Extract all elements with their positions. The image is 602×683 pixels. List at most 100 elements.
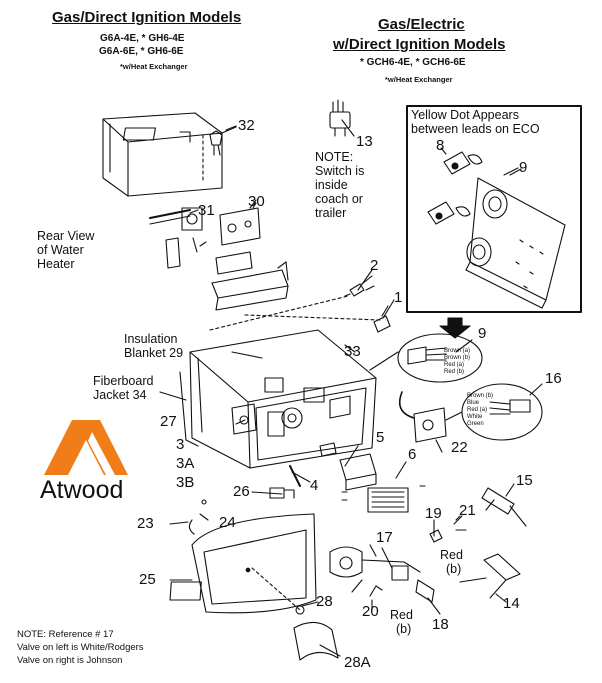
part-number-1: 1 — [394, 289, 403, 306]
part-number-24: 24 — [219, 514, 236, 531]
part-26-drawing — [269, 487, 295, 499]
switch-note-1: NOTE: — [315, 150, 354, 164]
rear-view-label-1: Rear View — [37, 229, 95, 243]
red-b-label-2-line-1: Red — [390, 608, 413, 622]
left-models-line-2: G6A-6E, * GH6-6E — [99, 46, 184, 57]
part-number-22: 22 — [451, 439, 468, 456]
dashed-leader — [209, 295, 349, 331]
yellow-dot-note-1: Yellow Dot Appears — [411, 108, 519, 122]
bracket-drawing — [211, 261, 289, 311]
part-number-17: 17 — [376, 529, 393, 546]
part-number-30: 30 — [248, 193, 265, 210]
bottom-note-3: Valve on right is Johnson — [17, 655, 123, 666]
part-number-27: 27 — [160, 413, 177, 430]
part-17-valve-drawing — [329, 546, 421, 593]
part-4-drawing — [289, 465, 301, 487]
wire-label: Brown (a) — [444, 348, 471, 354]
eco-detail-drawing — [427, 151, 566, 309]
yellow-dot-note-2: between leads on ECO — [411, 122, 540, 136]
part-20-drawing — [369, 585, 383, 597]
part-31-drawing — [149, 207, 207, 269]
part-number-9: 9 — [478, 325, 487, 342]
dashed-leader — [251, 567, 301, 611]
leader-lines — [159, 119, 543, 657]
part-number-3: 3 — [176, 436, 185, 453]
part-number-20: 20 — [362, 603, 379, 620]
insulation-label-2: Blanket 29 — [124, 346, 184, 360]
panel-25-drawing — [169, 513, 317, 614]
bottom-note-2: Valve on left is White/Rodgers — [17, 642, 144, 653]
part-number-6: 6 — [408, 446, 417, 463]
part-28a-drawing — [293, 621, 339, 661]
switch-note-4: coach or — [315, 192, 363, 206]
down-arrow-icon — [439, 317, 471, 339]
part-number-14: 14 — [503, 595, 520, 612]
part-21-19-drawing — [429, 515, 467, 543]
part-number-26: 26 — [233, 483, 250, 500]
part-number-8: 8 — [436, 137, 445, 154]
part-number-5: 5 — [376, 429, 385, 446]
left-title: Gas/Direct Ignition Models — [52, 9, 242, 26]
part-30-drawing — [215, 199, 261, 275]
right-models: * GCH6-4E, * GCH6-6E — [360, 57, 466, 68]
left-note: *w/Heat Exchanger — [120, 62, 188, 71]
part-number-3a: 3A — [176, 455, 195, 472]
switch-note-5: trailer — [315, 206, 347, 220]
wire-legend-9: Brown (a) Brown (b) Red (a) Red (b) — [444, 348, 470, 376]
part-15-drawing — [481, 487, 527, 527]
part-6-drawing — [341, 485, 426, 513]
wire-label: Brown (b) — [467, 393, 494, 399]
part-number-31: 31 — [198, 202, 215, 219]
wire-label: Red (a) — [467, 406, 488, 413]
wire-label: White — [467, 413, 483, 420]
part-23-24-drawing — [188, 499, 209, 535]
part-number-2: 2 — [370, 257, 379, 274]
part-number-18: 18 — [432, 616, 449, 633]
right-title-line-2: w/Direct Ignition Models — [333, 36, 506, 53]
part-number-19: 19 — [425, 505, 442, 522]
part-number-15: 15 — [516, 472, 533, 489]
part-22-drawing — [398, 391, 463, 443]
dashed-leader — [244, 314, 381, 321]
red-b-label-2-line-2: (b) — [396, 622, 412, 636]
right-note: *w/Heat Exchanger — [385, 75, 453, 84]
part-18-drawing — [415, 579, 435, 603]
part-number-32: 32 — [238, 117, 255, 134]
part-2-drawing — [344, 275, 375, 297]
part-number-3b: 3B — [176, 474, 195, 491]
part-number-23: 23 — [137, 515, 154, 532]
wire-legend-16: Brown (b) Blue Red (a) White Green — [467, 393, 493, 427]
part-number-13: 13 — [356, 133, 373, 150]
brand-name: Atwood — [40, 476, 124, 504]
part-14-drawing — [459, 553, 521, 599]
wire-label: Red (b) — [444, 368, 465, 375]
insulation-label-1: Insulation — [124, 332, 178, 346]
rear-view-label-2: of Water — [37, 243, 84, 257]
part-9-wire-bubble — [397, 333, 483, 383]
fiberboard-label-2: Jacket 34 — [93, 388, 147, 402]
heater-body-drawing — [179, 329, 377, 469]
part-number-25: 25 — [139, 571, 156, 588]
part-number-28a: 28A — [344, 654, 371, 671]
switch-note-2: Switch is — [315, 164, 365, 178]
part-28-drawing — [295, 605, 305, 615]
rear-view-label-3: Heater — [37, 257, 75, 271]
part-number-33: 33 — [344, 343, 361, 360]
eco-detail-box — [406, 105, 582, 313]
switch-note-3: inside — [315, 178, 348, 192]
part-number-4: 4 — [310, 477, 319, 494]
part-13-switch-drawing — [329, 99, 351, 137]
part-1-drawing — [373, 305, 391, 333]
right-title-line-1: Gas/Electric — [378, 16, 465, 33]
part-5-drawing — [319, 442, 377, 491]
part-number-9-inset: 9 — [519, 159, 528, 176]
wire-label: Brown (b) — [444, 354, 471, 361]
part-number-16: 16 — [545, 370, 562, 387]
red-b-label-1-line-1: Red — [440, 548, 463, 562]
part-number-21: 21 — [459, 502, 476, 519]
fiberboard-label-1: Fiberboard — [93, 374, 154, 388]
red-b-label-1-line-2: (b) — [446, 562, 462, 576]
part-number-28: 28 — [316, 593, 333, 610]
